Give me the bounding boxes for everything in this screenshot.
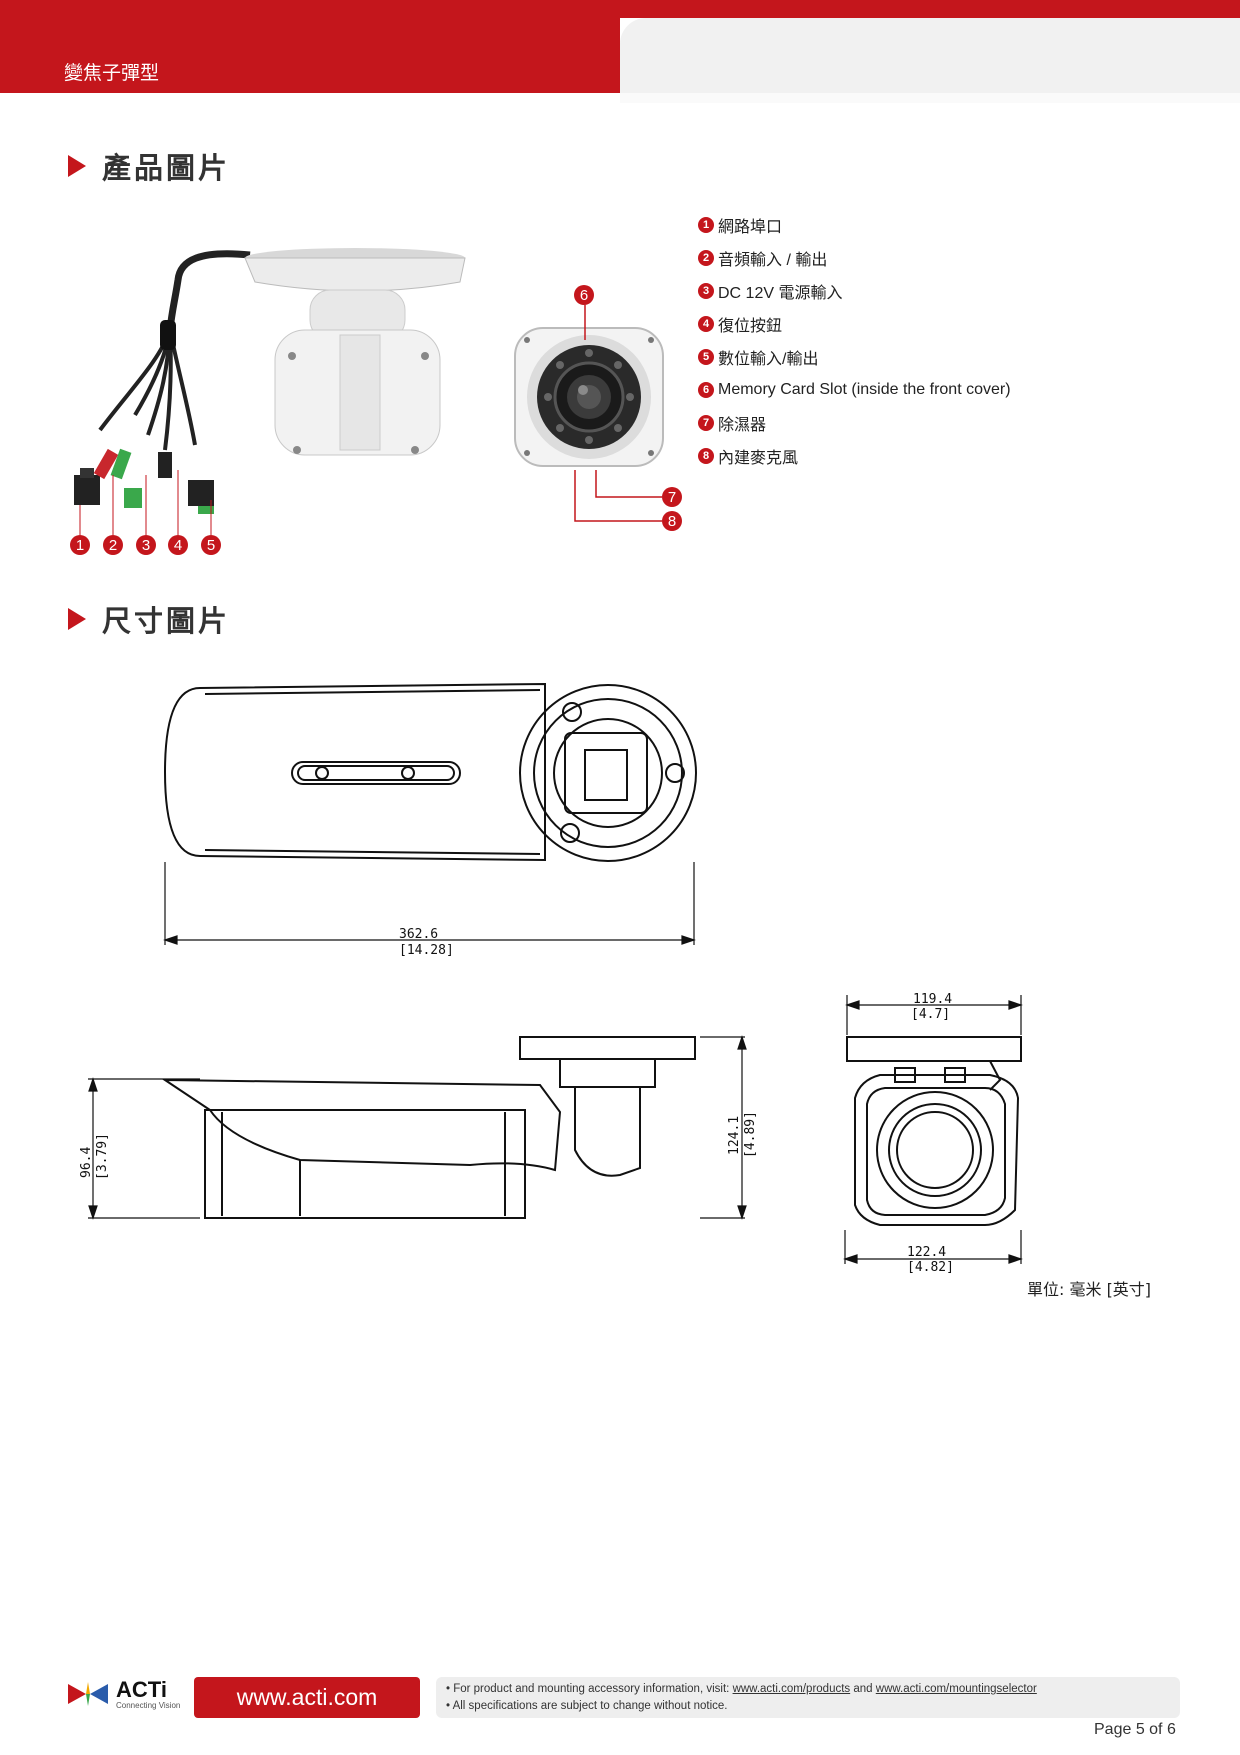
header-tab	[620, 18, 1240, 103]
dim-height-in: [3.79]	[95, 1133, 110, 1180]
dim-total-height-mm: 124.1	[727, 1116, 742, 1155]
callout-badge: 1	[70, 535, 90, 555]
callout-lines	[79, 305, 662, 535]
logo-subtitle: Connecting Vision	[116, 1700, 181, 1710]
dim-length-in: [14.28]	[399, 943, 454, 958]
page-number: Page 5 of 6	[1094, 1721, 1176, 1738]
acti-logo-icon	[68, 1682, 108, 1706]
section-product-photo: 產品圖片	[68, 145, 230, 187]
dim-length-mm: 362.6	[399, 927, 438, 942]
footer-note: • For product and mounting accessory inf…	[436, 1677, 1180, 1718]
section-arrow-icon	[68, 608, 86, 630]
dim-top-width-in: [4.7]	[911, 1007, 950, 1022]
website-link[interactable]: www.acti.com	[194, 1677, 420, 1718]
callout-badge: 6	[574, 285, 594, 305]
header-stripe	[620, 0, 1240, 18]
mounting-selector-link[interactable]: www.acti.com/mountingselector	[875, 1683, 1037, 1695]
camera-front-photo	[514, 327, 664, 467]
section-arrow-icon	[68, 155, 86, 177]
camera-rear-photo	[74, 248, 466, 514]
dim-height-mm: 96.4	[79, 1147, 94, 1178]
logo-text: ACTi	[116, 1676, 167, 1702]
callout-badge: 4	[168, 535, 188, 555]
section-title: 產品圖片	[102, 151, 231, 185]
acti-logo: ACTi Connecting Vision	[66, 1678, 180, 1710]
products-link[interactable]: www.acti.com/products	[732, 1683, 851, 1695]
callout-badge: 7	[662, 487, 682, 507]
section-dimension-drawing: 尺寸圖片	[68, 598, 230, 640]
callout-badge: 8	[662, 511, 682, 531]
callout-badge: 2	[103, 535, 123, 555]
unit-note: 單位: 毫米 [英寸]	[1027, 1280, 1152, 1299]
dim-top-width-mm: 119.4	[913, 992, 952, 1007]
dim-body-width-mm: 122.4	[907, 1245, 946, 1260]
header-bar	[0, 0, 620, 93]
header-title: 變焦子彈型	[64, 62, 160, 84]
section-title: 尺寸圖片	[102, 604, 231, 638]
dim-total-height-in: [4.89]	[743, 1111, 758, 1158]
callout-badge: 3	[136, 535, 156, 555]
dim-body-width-in: [4.82]	[907, 1260, 954, 1275]
callout-badge: 5	[201, 535, 221, 555]
